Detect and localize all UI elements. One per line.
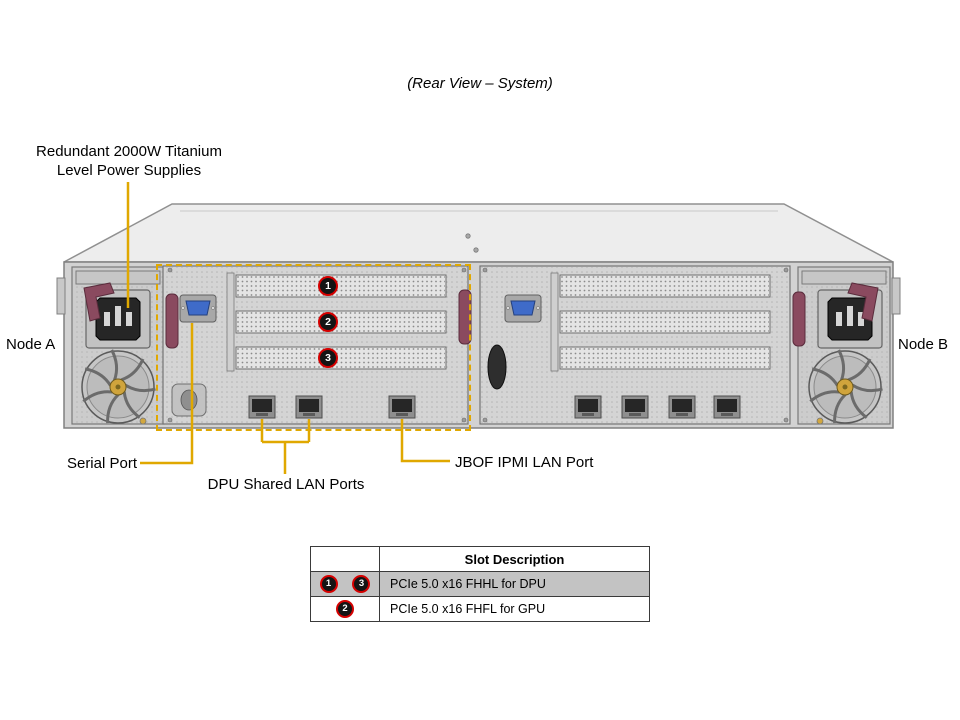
- psu-left: [71, 266, 165, 425]
- slot-callout-1: 1: [318, 276, 338, 296]
- slot-description-table: Slot Description 1 3 PCIe 5.0 x16 FHHL f…: [310, 546, 650, 622]
- tray-latch-right: [792, 291, 806, 347]
- psu-label: Redundant 2000W Titanium Level Power Sup…: [24, 142, 234, 180]
- vga-port-right: [504, 294, 542, 323]
- node-tray-right: [479, 265, 806, 425]
- pcie-slots-right: [559, 274, 771, 370]
- slot-badge-2: 2: [336, 600, 354, 618]
- pcie-slot-right-2: [559, 310, 771, 334]
- lan-port-right-3: [668, 395, 696, 419]
- node-a-io-highlight: [156, 264, 471, 431]
- serial-port-label: Serial Port: [66, 455, 137, 472]
- table-row1-badges: 1 3: [310, 571, 380, 597]
- node-b-label: Node B: [898, 336, 949, 353]
- psu-right: [797, 266, 891, 425]
- lan-port-right-2: [621, 395, 649, 419]
- serial-callout-line: [140, 323, 194, 465]
- page-title: (Rear View – System): [407, 75, 553, 92]
- psu-label-line2: Level Power Supplies: [56, 162, 202, 179]
- slot-callout-2: 2: [318, 312, 338, 332]
- slot-table-container: Slot Description 1 3 PCIe 5.0 x16 FHHL f…: [310, 546, 650, 622]
- jbof-callout-line: [400, 419, 450, 463]
- slot-badge-3: 3: [352, 575, 371, 593]
- table-row: 1 3 PCIe 5.0 x16 FHHL for DPU: [310, 571, 650, 597]
- slot-badge-1: 1: [319, 575, 338, 593]
- table-header-badge-cell: [310, 546, 380, 572]
- table-header-row: Slot Description: [310, 546, 650, 572]
- table-header-description: Slot Description: [379, 546, 650, 572]
- lan-port-right-4: [713, 395, 741, 419]
- psu-label-line1: Redundant 2000W Titanium: [36, 143, 222, 160]
- table-row2-description: PCIe 5.0 x16 FHFL for GPU: [379, 596, 650, 622]
- dpu-lan-label: DPU Shared LAN Ports: [207, 476, 365, 493]
- jbof-ipmi-label: JBOF IPMI LAN Port: [455, 454, 594, 471]
- table-row1-description: PCIe 5.0 x16 FHHL for DPU: [379, 571, 650, 597]
- table-row: 2 PCIe 5.0 x16 FHFL for GPU: [310, 596, 650, 622]
- psu-clip-right: [847, 282, 879, 322]
- pcie-slot-right-3: [559, 346, 771, 370]
- psu-clip-left: [83, 282, 115, 322]
- latch-hole: [487, 344, 507, 390]
- slot-callout-3: 3: [318, 348, 338, 368]
- lan-port-right-1: [574, 395, 602, 419]
- node-a-label: Node A: [6, 336, 56, 353]
- chassis-top: [63, 203, 894, 263]
- pcie-slot-right-1: [559, 274, 771, 298]
- node-tray-left: [162, 265, 472, 425]
- table-row2-badges: 2: [310, 596, 380, 622]
